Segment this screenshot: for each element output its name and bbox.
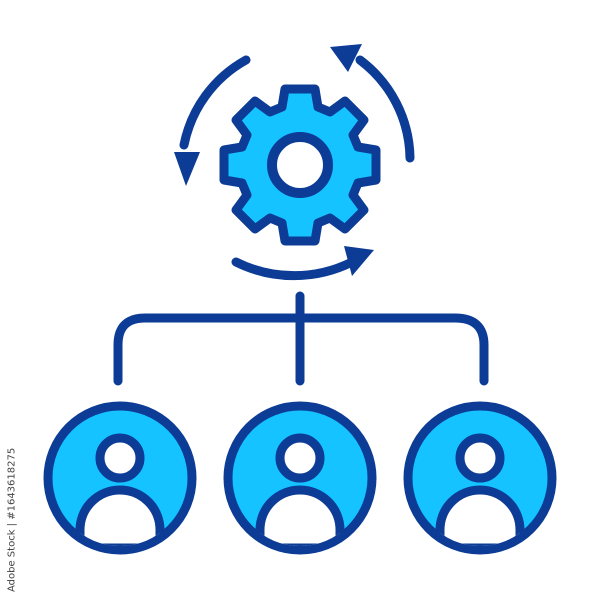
org-connector-icon (113, 291, 489, 386)
user-avatar-3 (403, 401, 557, 555)
gear-hole (267, 132, 333, 198)
user-head-icon (455, 433, 505, 483)
user-body-icon (435, 485, 525, 546)
stock-watermark-id: Adobe Stock | #164361827​5 (6, 447, 18, 593)
arrowhead-top (330, 44, 362, 72)
arrowheads-icon (174, 44, 374, 276)
arrow-right-arc (355, 55, 415, 163)
user-avatar-2 (223, 401, 377, 555)
arrowhead-bottom (344, 246, 374, 276)
arrow-bottom-arc (231, 257, 357, 281)
user-body-icon (75, 485, 165, 546)
arrow-left-arc (179, 55, 251, 150)
user-head-icon (95, 433, 145, 483)
user-body-icon (255, 485, 345, 546)
arrowhead-left (174, 152, 200, 186)
rotation-arrows-icon (179, 55, 415, 281)
user-avatar-1 (43, 401, 197, 555)
user-head-icon (275, 433, 325, 483)
gear-icon (219, 84, 381, 246)
